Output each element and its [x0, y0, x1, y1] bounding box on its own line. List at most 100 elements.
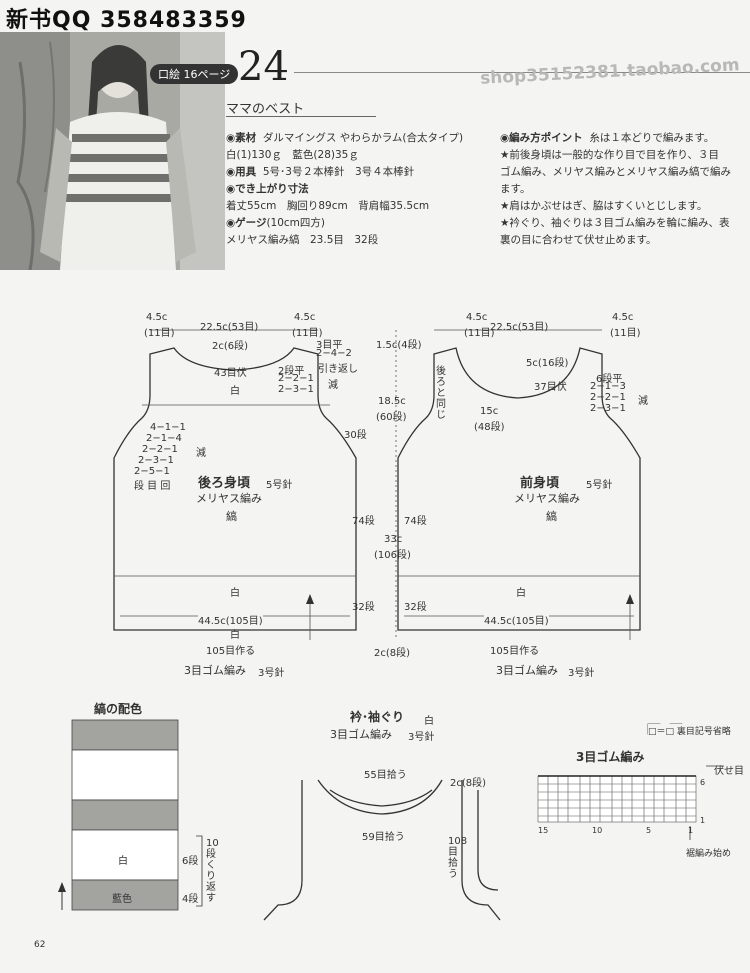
points-line-4: ★肩はかぶせはぎ、脇はすくいとじします。: [500, 200, 708, 212]
stripe-chart: [58, 719, 203, 911]
collar-depth: 2c(8段): [450, 778, 487, 789]
collar-rib: 3目ゴム編み: [330, 728, 392, 741]
center-dim-5: (106段): [374, 550, 411, 561]
front-knit-arrow: [626, 594, 634, 604]
collar-left-edge: [263, 780, 303, 921]
back-piece-stitch: メリヤス編み: [196, 492, 262, 505]
back-body-outline: [113, 347, 357, 631]
stripe-rows-4: 4段: [182, 894, 199, 905]
back-shoulder-left-stitches: (11目): [144, 328, 175, 339]
pattern-title: ママのベスト: [226, 102, 305, 117]
rib-col-10: 10: [592, 826, 603, 835]
front-rib-stitch: 3目ゴム編み: [496, 664, 558, 677]
armhole-inner: [477, 790, 499, 891]
center-dim-6: 2c(8段): [374, 648, 411, 659]
back-rib-needle: 3号針: [258, 668, 285, 679]
front-rib-needle: 3号針: [568, 668, 595, 679]
header-overlay-text: 新书QQ 358483359: [6, 8, 247, 33]
page-number: 62: [34, 940, 46, 950]
front-rows-74: 74段: [404, 516, 427, 527]
gauge-value: メリヤス編み縞 23.5目 32段: [226, 234, 379, 246]
front-shoulder-right: 4.5c: [612, 312, 634, 323]
points-line-6: 裏の目に合わせて伏せ止めます。: [500, 234, 657, 246]
size-label: ◉でき上がり寸法: [226, 183, 309, 195]
back-shoulder-rows-1: 3目平: [316, 340, 343, 351]
back-armhole-rows-5: 2−5−1: [134, 466, 170, 477]
points-line-2: ゴム編み、メリヤス編みとメリヤス編み縞で編み: [500, 166, 731, 178]
front-piece-needle: 5号針: [586, 480, 613, 491]
front-neck-rows-0: 6段平: [596, 374, 623, 385]
back-armhole-decrease: 減: [196, 448, 206, 459]
collar-white: 白: [424, 716, 434, 727]
gauge-label: ◉ゲージ: [226, 217, 267, 229]
tools-value: 5号･3号２本棒針 3号４本棒針: [262, 166, 415, 178]
front-neck-rows-3: 2−3−1: [590, 403, 626, 414]
stripe-rows-6: 6段: [182, 856, 199, 867]
pattern-number: 24: [238, 44, 289, 90]
materials-yarn: ダルマイングス やわらかラム(合太タイプ): [262, 132, 464, 144]
front-piece-stitch: メリヤス編み: [514, 492, 580, 505]
front-width: 44.5c(105目): [484, 612, 549, 627]
rib-row-6: 6: [700, 778, 706, 787]
back-rows-74: 74段: [352, 516, 375, 527]
rib-col-5: 5: [646, 826, 652, 835]
rib-chart-title: 3目ゴム編み: [576, 750, 645, 764]
collar-title: 衿･袖ぐり: [350, 710, 405, 724]
center-dim-4: 33c: [384, 534, 403, 545]
center-dim-3: (60段): [376, 412, 407, 423]
front-cast-on: 105目作る: [490, 646, 540, 657]
front-rows-32: 32段: [404, 602, 427, 613]
points-line-3: ます。: [500, 183, 531, 195]
materials-label: ◉素材: [226, 132, 257, 144]
back-armhole-legend: 段 目 回: [134, 481, 171, 492]
collar-pick-55: 55目拾う: [364, 770, 407, 781]
back-piece-stripe: 縞: [226, 510, 237, 523]
size-value: 着丈55cm 胸回り89cm 背肩幅35.5cm: [226, 200, 430, 212]
front-rib-white: 白: [516, 588, 526, 599]
front-neck-width: 22.5c(53目): [490, 322, 549, 333]
points-label: ◉編み方ポイント: [500, 132, 583, 144]
header-rule: [294, 72, 750, 73]
gauge-unit: (10cm四方): [266, 217, 326, 229]
front-neck-depth: 5c(16段): [526, 358, 569, 369]
collar-neck-inner: [329, 789, 433, 807]
back-armhole-rows-3: 2−2−1: [142, 444, 178, 455]
back-hem-white: 白: [230, 630, 240, 641]
front-depth-rows: (48段): [474, 422, 505, 433]
back-piece-needle: 5号針: [266, 480, 293, 491]
armhole-pick-108: 108目拾う: [448, 836, 468, 880]
front-neck-rows-1: 2−1−3: [590, 381, 626, 392]
back-rows-30: 30段: [344, 430, 367, 441]
back-cast-on: 105目作る: [206, 646, 256, 657]
back-knit-arrow: [306, 594, 314, 604]
back-neck-rows-3: 2−3−1: [278, 384, 314, 395]
collar-needle: 3号針: [408, 732, 435, 743]
stripe-chart-title: 縞の配色: [94, 702, 143, 716]
rib-row-1: 1: [700, 816, 706, 825]
back-bindoff: 43目伏: [214, 368, 247, 379]
front-neck-decrease: 減: [638, 396, 648, 407]
title-underline: [226, 116, 376, 117]
model-photo-art: [0, 32, 225, 270]
front-bindoff: 37目伏: [534, 382, 567, 393]
back-rib-white: 白: [230, 588, 240, 599]
points-note: 糸は１本どりで編みます。: [589, 132, 715, 144]
tools-label: ◉用具: [226, 166, 257, 178]
back-width: 44.5c(105目): [198, 612, 263, 627]
center-dim-2: 18.5c: [378, 396, 406, 407]
rib-col-15: 15: [538, 826, 549, 835]
back-armhole-rows-1: 4−1−1: [150, 422, 186, 433]
front-shoulder-left-stitches: (11目): [464, 328, 495, 339]
back-neck-rows-2: 2−2−1: [278, 373, 314, 384]
back-armhole-rows-4: 2−3−1: [138, 455, 174, 466]
materials-block: ◉素材 ダルマイングス やわらかラム(合太タイプ) 白(1)130ｇ 藍色(28…: [226, 130, 486, 249]
back-rib-stitch: 3目ゴム編み: [184, 664, 246, 677]
rib-legend: □＝□ 裏目記号省略: [648, 724, 731, 737]
front-same-as-back: 後ろと同じ: [436, 366, 446, 421]
back-neck-decrease: 減: [328, 380, 338, 391]
stripe-white-label: 白: [118, 856, 128, 867]
rib-col-1: 1: [688, 826, 694, 835]
stripe-navy-label: 藍色: [112, 894, 132, 905]
back-white-label: 白: [230, 386, 240, 397]
